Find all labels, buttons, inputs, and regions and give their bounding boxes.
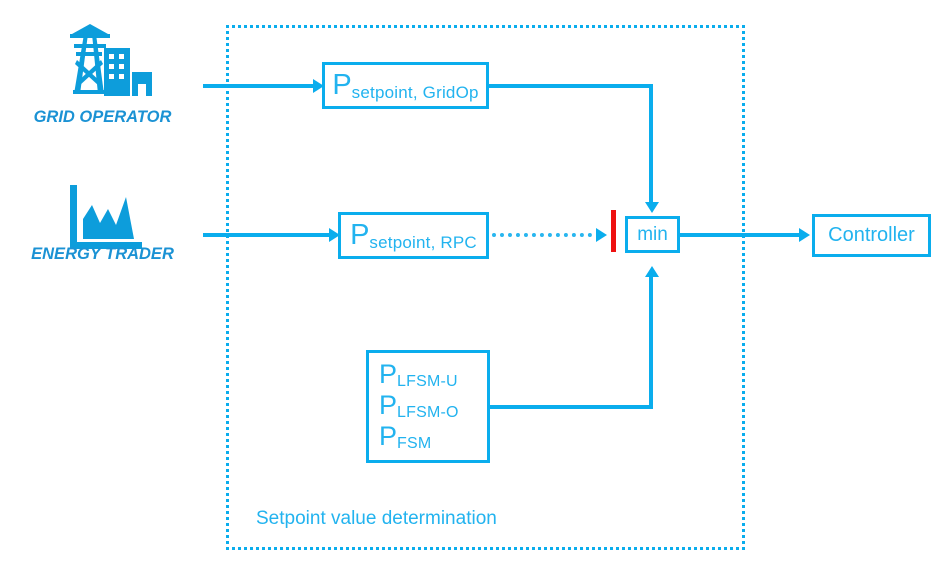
arrowhead-min-to-controller: [799, 228, 810, 242]
block-controller: Controller: [812, 214, 931, 257]
arrowhead-lfsm-into-min: [645, 266, 659, 277]
fsm-term: PFSM: [379, 423, 459, 452]
signal-blocked-marker: [611, 210, 616, 252]
connector-lfsm-to-min: [490, 405, 653, 409]
lfsm-o-sub: LFSM-O: [397, 404, 459, 421]
block-min: min: [625, 216, 680, 253]
setpoint-rpc-base: P: [350, 218, 370, 251]
connector-trader-to-setpoint: [203, 233, 333, 237]
setpoint-gridop-base: P: [332, 68, 352, 101]
arrowhead-gridop-into-min: [645, 202, 659, 213]
connector-rpc-to-min-dotted: [492, 233, 592, 237]
lfsm-u-term: PLFSM-U: [379, 361, 459, 390]
setpoint-rpc-term: Psetpoint, RPC: [350, 218, 477, 252]
block-setpoint-rpc: Psetpoint, RPC: [338, 212, 489, 259]
block-setpoint-gridop: Psetpoint, GridOp: [322, 62, 489, 109]
min-label: min: [637, 223, 668, 245]
lfsm-u-sub: LFSM-U: [397, 373, 458, 390]
transmission-tower-icon: [64, 22, 152, 100]
lfsm-o-base: P: [379, 390, 398, 420]
lfsm-term-stack: PLFSM-U PLFSM-O PFSM: [369, 361, 459, 452]
setpoint-determination-region: [226, 25, 745, 550]
fsm-sub: FSM: [397, 435, 432, 452]
setpoint-rpc-sub: setpoint, RPC: [369, 232, 477, 252]
arrowhead-trader-to-setpoint: [329, 228, 340, 242]
grid-operator-label: GRID OPERATOR: [33, 108, 172, 126]
connector-lfsm-rise-to-min: [649, 277, 653, 409]
fsm-base: P: [379, 421, 398, 451]
arrowhead-rpc-to-min: [596, 228, 607, 242]
connector-gridop-drop-to-min: [649, 84, 653, 202]
lfsm-u-base: P: [379, 359, 398, 389]
lfsm-o-term: PLFSM-O: [379, 392, 459, 421]
area-chart-icon: [66, 183, 146, 253]
arrowhead-gridop-to-setpoint: [313, 79, 324, 93]
setpoint-gridop-term: Psetpoint, GridOp: [332, 68, 479, 102]
connector-gridop-setpoint-to-min: [489, 84, 653, 88]
connector-gridop-to-setpoint: [203, 84, 316, 88]
controller-label: Controller: [828, 224, 915, 246]
connector-min-to-controller: [680, 233, 802, 237]
energy-trader-label: ENERGY TRADER: [31, 245, 174, 263]
setpoint-gridop-sub: setpoint, GridOp: [351, 82, 479, 102]
block-lfsm-fsm: PLFSM-U PLFSM-O PFSM: [366, 350, 490, 463]
region-caption: Setpoint value determination: [256, 508, 497, 529]
